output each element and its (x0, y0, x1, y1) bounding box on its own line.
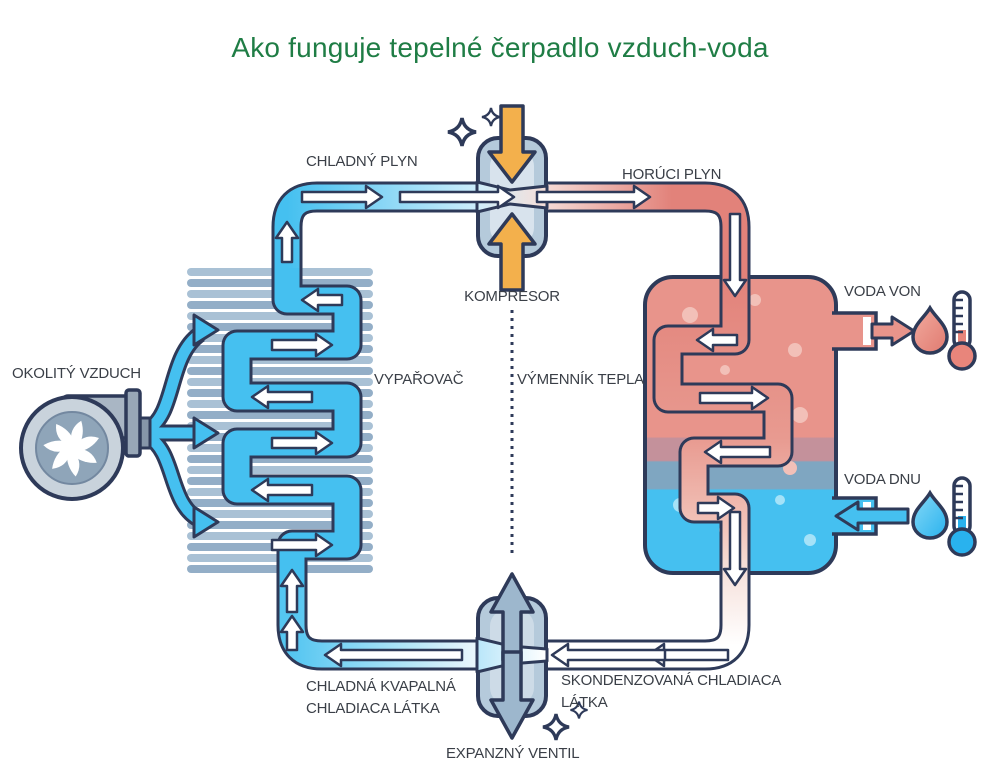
label-ambient-air: OKOLITÝ VZDUCH (12, 365, 141, 382)
air-flow-arrows (143, 313, 220, 539)
label-cold-liquid-line2: CHLADIACA LÁTKA (306, 700, 440, 717)
label-water-in: VODA DNU (844, 471, 921, 488)
label-compressor: KOMPRESOR (464, 288, 560, 305)
expansion-valve-unit (475, 572, 589, 742)
thermometer-hot-icon (947, 290, 977, 371)
label-condensed-line2: LÁTKA (561, 694, 608, 711)
label-heat-exchanger: VÝMENNÍK TEPLA (517, 371, 644, 388)
label-water-out: VODA VON (844, 283, 921, 300)
label-cold-liquid-line1: CHLADNÁ KVAPALNÁ (306, 678, 456, 695)
label-hot-gas: HORÚCI PLYN (622, 166, 722, 183)
fan-blower-icon (19, 388, 152, 501)
label-evaporator: VYPAŘOVAČ (374, 371, 464, 388)
thermometer-cold-icon (947, 476, 977, 557)
label-cold-gas: CHLADNÝ PLYN (306, 153, 418, 170)
label-condensed-line1: SKONDENZOVANÁ CHLADIACA (561, 672, 782, 689)
compressor-intake-arrows (487, 104, 537, 292)
valve-expansion-arrows (489, 572, 535, 740)
heat-exchanger-tank (643, 272, 878, 575)
droplet-hot-icon (911, 304, 949, 355)
page-title: Ako funguje tepelné čerpadlo vzduch-voda (231, 32, 769, 63)
label-condensed: SKONDENZOVANÁ CHLADIACA LÁTKA (561, 670, 781, 714)
label-cold-liquid: CHLADNÁ KVAPALNÁ CHLADIACA LÁTKA (306, 676, 456, 720)
droplet-cold-icon (911, 489, 949, 540)
fan-blades-icon (43, 420, 99, 477)
label-expansion-valve: EXPANZNÝ VENTIL (446, 745, 580, 762)
flow-direction-arrows (250, 184, 772, 668)
water-in-arrow (834, 500, 910, 532)
water-out-arrow (870, 315, 916, 347)
